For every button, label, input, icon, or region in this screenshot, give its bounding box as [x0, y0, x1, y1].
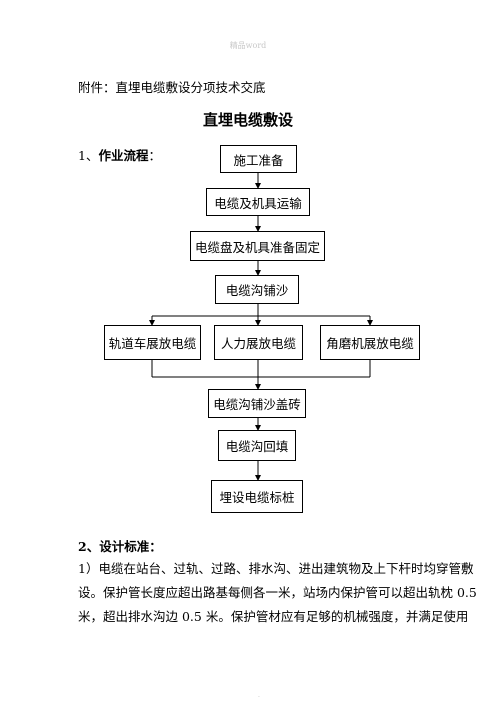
section-2-number: 2、 — [78, 539, 100, 554]
flow-step-backfill: 电缆沟回填 — [218, 430, 296, 461]
paragraph-line: 设。保护管长度应超出路基每侧各一米，站场内保护管可以超出轨枕 0.5 — [78, 585, 477, 600]
footer-mark: . — [258, 692, 260, 699]
flow-step-drum-fixing: 电缆盘及机具准备固定 — [190, 231, 325, 261]
paragraph-line: 1）电缆在站台、过轨、过路、排水沟、进出建筑物及上下杆时均穿管敷 — [78, 561, 474, 576]
section-1-label: 作业流程 — [98, 148, 149, 163]
watermark-text: 精品word — [229, 41, 267, 50]
flow-branch-rail-car: 轨道车展放电缆 — [104, 325, 201, 360]
flow-step-cable-transport: 电缆及机具运输 — [206, 188, 310, 216]
flow-branch-manual: 人力展放电缆 — [214, 325, 303, 360]
section-1-heading: 1、作业流程： — [78, 145, 161, 164]
flow-step-sand-brick-cover: 电缆沟铺沙盖砖 — [208, 389, 306, 418]
attachment-line: 附件：直埋电缆敷设分项技术交底 — [78, 80, 266, 95]
design-standard-paragraph: 1）电缆在站台、过轨、过路、排水沟、进出建筑物及上下杆时均穿管敷 设。保护管长度… — [78, 557, 477, 629]
section-1-number: 1、 — [78, 148, 99, 163]
flow-step-trench-sanding: 电缆沟铺沙 — [215, 275, 299, 304]
flow-step-marker-posts: 埋设电缆标桩 — [211, 480, 303, 513]
section-2-colon: ： — [149, 539, 162, 554]
flow-branch-grinder: 角磨机展放电缆 — [320, 325, 420, 360]
section-1-colon: ： — [148, 148, 161, 163]
document-title: 直埋电缆敷设 — [202, 111, 293, 129]
flow-step-construction-prep: 施工准备 — [220, 145, 297, 173]
section-2-label: 设计标准 — [99, 539, 150, 554]
section-2-heading: 2、设计标准： — [78, 536, 162, 555]
paragraph-line: 米，超出排水沟边 0.5 米。保护管材应有足够的机械强度，并满足使用 — [78, 609, 469, 624]
